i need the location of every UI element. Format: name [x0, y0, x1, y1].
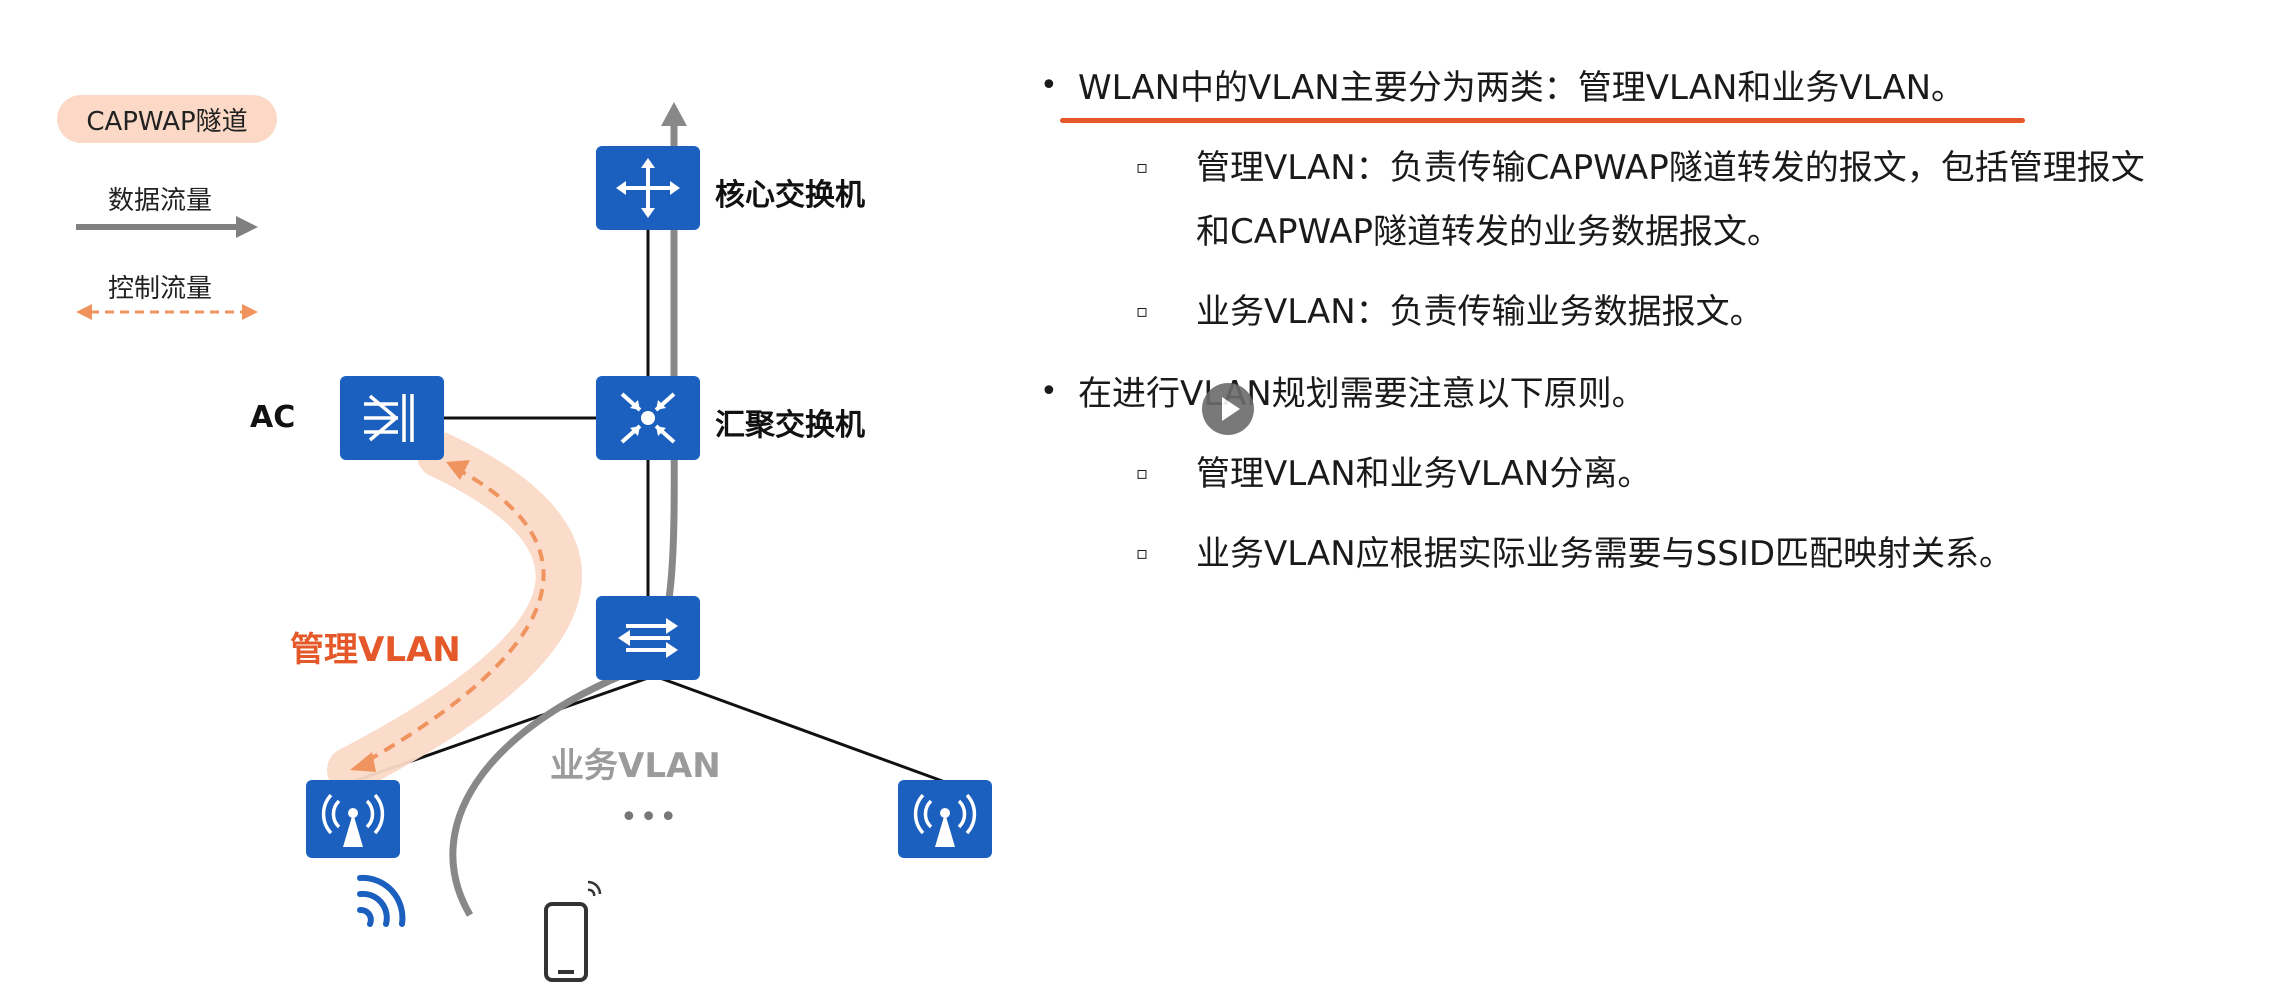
play-icon [1222, 397, 1240, 421]
sub-management-vlan-line1: 管理VLAN：负责传输CAPWAP隧道转发的报文，包括管理报文 [1196, 148, 2145, 188]
ac-label: AC [250, 400, 296, 435]
ac-node [340, 376, 444, 460]
core-switch-node [596, 146, 700, 230]
legend-data-arrow [76, 216, 258, 238]
access-switch-node [596, 596, 700, 680]
aggregation-switch-label: 汇聚交换机 [715, 408, 865, 443]
bullet-vlan-types-text: WLAN中的VLAN主要分为两类：管理VLAN和业务VLAN。 [1078, 68, 1966, 108]
legend-control-traffic-label: 控制流量 [108, 274, 213, 304]
legend-data-traffic-label: 数据流量 [108, 186, 213, 216]
sub-vlan-separation-text: 管理VLAN和业务VLAN分离。 [1196, 454, 1652, 494]
smartphone-icon [544, 880, 602, 982]
switch-icon [620, 392, 676, 444]
access-point-icon [913, 793, 977, 847]
access-switch-icon [618, 618, 678, 658]
bullet-icon: • [1040, 374, 1058, 409]
bullet-vlan-types: • WLAN中的VLAN主要分为两类：管理VLAN和业务VLAN。 [1040, 66, 1966, 110]
sub-ssid-mapping: ▫ 业务VLAN应根据实际业务需要与SSID匹配映射关系。 [1136, 522, 2014, 586]
sub-bullet-icon: ▫ [1136, 301, 1149, 322]
bullet-vlan-planning-text: 在进行VLAN规划需要注意以下原则。 [1078, 374, 1646, 414]
aggregation-switch-node [596, 376, 700, 460]
management-vlan-label: 管理VLAN [290, 630, 461, 670]
service-vlan-label: 业务VLAN [550, 746, 721, 786]
wifi-signal-icon [357, 874, 406, 927]
sub-bullet-icon: ▫ [1136, 157, 1149, 178]
title-underline [1060, 118, 2025, 123]
sub-bullet-icon: ▫ [1136, 463, 1149, 484]
sub-vlan-separation: ▫ 管理VLAN和业务VLAN分离。 [1136, 442, 1652, 506]
more-aps-ellipsis: ••• [620, 800, 680, 835]
topology-links [327, 102, 946, 917]
bullet-vlan-planning: • 在进行VLAN规划需要注意以下原则。 [1040, 372, 1646, 416]
ac-controller-icon [364, 394, 414, 442]
ap-node-left [306, 780, 400, 858]
bullet-icon: • [1040, 68, 1058, 103]
sub-management-vlan: ▫ 管理VLAN：负责传输CAPWAP隧道转发的报文，包括管理报文 和CAPWA… [1136, 136, 2145, 264]
access-point-icon [321, 793, 385, 847]
sub-ssid-mapping-text: 业务VLAN应根据实际业务需要与SSID匹配映射关系。 [1196, 534, 2014, 574]
legend-capwap-label: CAPWAP隧道 [86, 106, 248, 137]
core-switch-label: 核心交换机 [715, 178, 865, 213]
sub-management-vlan-line2: 和CAPWAP隧道转发的业务数据报文。 [1196, 212, 1782, 252]
legend-capwap-tunnel: CAPWAP隧道 [57, 95, 277, 143]
sub-service-vlan-text: 业务VLAN：负责传输业务数据报文。 [1196, 292, 1764, 332]
sub-service-vlan: ▫ 业务VLAN：负责传输业务数据报文。 [1136, 280, 1764, 344]
ap-node-right [898, 780, 992, 858]
router-icon [616, 158, 680, 218]
sub-bullet-icon: ▫ [1136, 543, 1149, 564]
legend-control-arrow [76, 304, 258, 320]
video-play-button[interactable] [1202, 383, 1254, 435]
